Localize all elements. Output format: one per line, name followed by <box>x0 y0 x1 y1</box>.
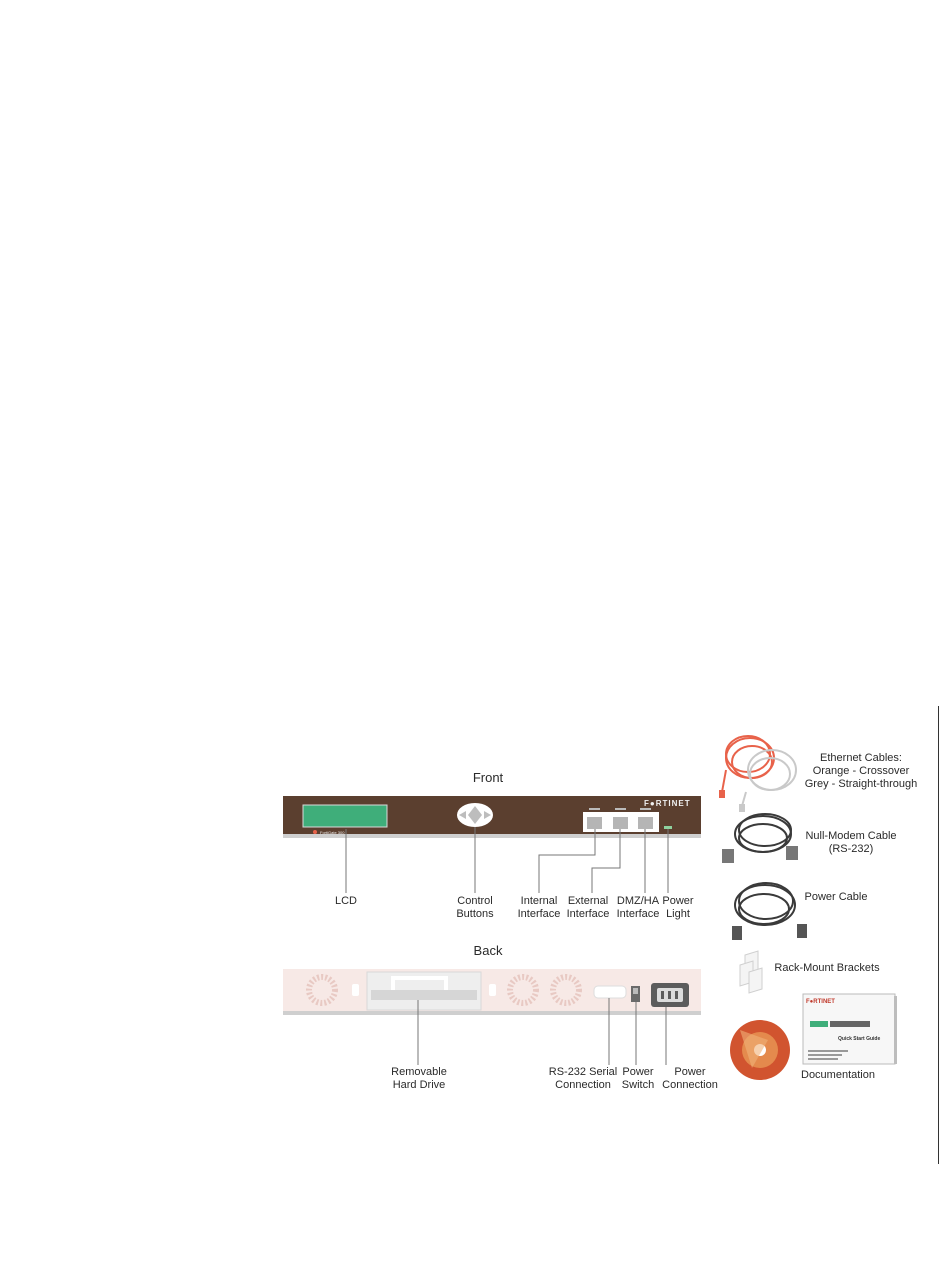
cd-rom-icon <box>728 1017 792 1081</box>
callout-lcd: LCD <box>334 895 357 907</box>
callout-dmz-ha-interface: DMZ/HA Interface <box>616 895 660 920</box>
callout-rs232-serial: RS-232 Serial Connection <box>548 1066 618 1091</box>
back-panel <box>283 969 701 1015</box>
page-edge-rule <box>938 706 939 1164</box>
fan-vent-middle <box>507 974 582 1006</box>
model-logo-dot <box>313 830 317 834</box>
ethernet-cables-icon <box>719 735 797 812</box>
ethernet-ports <box>583 808 659 832</box>
null-modem-cable-icon <box>722 813 798 863</box>
quick-start-guide-icon: F●RTINET Quick Start Guide <box>802 993 897 1065</box>
callout-removable-hard-drive: Removable Hard Drive <box>391 1066 447 1091</box>
guide-title: Quick Start Guide <box>838 1036 880 1042</box>
rack-mount-brackets-icon <box>739 950 763 994</box>
callout-power-connection: Power Connection <box>662 1066 718 1091</box>
front-leader-lines <box>345 827 669 893</box>
back-leader-lines <box>417 998 667 1065</box>
power-led <box>664 826 672 829</box>
callout-power-switch: Power Switch <box>621 1066 655 1091</box>
label-documentation: Documentation <box>801 1069 875 1081</box>
callout-internal-interface: Internal Interface <box>517 895 561 920</box>
guide-brand-logo: F●RTINET <box>806 999 835 1005</box>
label-null-modem-cable: Null-Modem Cable (RS-232) <box>805 830 897 855</box>
front-panel: FortiGate 300 F●RTINET <box>283 796 701 838</box>
control-buttons <box>457 803 493 827</box>
callout-external-interface: External Interface <box>566 895 610 920</box>
callout-power-light: Power Light <box>662 895 694 920</box>
lcd-screen <box>302 804 388 828</box>
label-power-cable: Power Cable <box>804 891 868 903</box>
power-cable-icon <box>732 882 807 940</box>
callout-control-buttons: Control Buttons <box>456 895 494 920</box>
serial-port <box>593 985 627 999</box>
label-ethernet-cables: Ethernet Cables: Orange - Crossover Grey… <box>804 752 918 790</box>
fan-vent-left <box>306 974 338 1006</box>
front-model-label: FortiGate 300 <box>320 830 345 835</box>
back-heading: Back <box>473 943 503 958</box>
label-rack-mount-brackets: Rack-Mount Brackets <box>774 962 880 974</box>
front-brand-logo: F●RTINET <box>644 799 691 808</box>
front-heading: Front <box>472 770 504 785</box>
